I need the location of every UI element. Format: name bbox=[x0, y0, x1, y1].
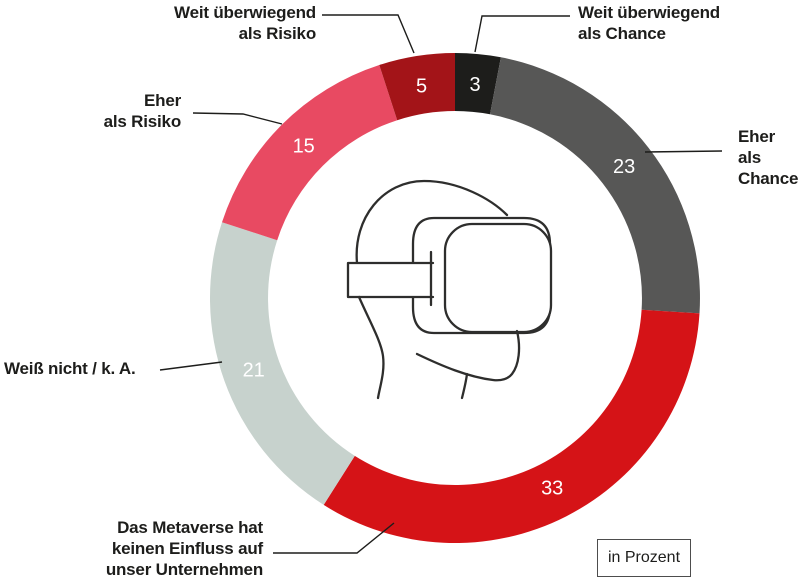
label-eher-als-risiko: Eher als Risiko bbox=[103, 91, 182, 131]
donut-segment bbox=[222, 65, 398, 241]
callout-line-weiss-nicht bbox=[159, 361, 223, 371]
headset-faceplate bbox=[443, 222, 553, 334]
label-weit-ueberwiegend-als-risiko: Weit überwiegend als Risiko bbox=[174, 3, 316, 43]
label-weiss-nicht: Weiß nicht / k. A. bbox=[4, 359, 136, 378]
callout-line-weit-risiko bbox=[322, 14, 415, 54]
donut-segment bbox=[455, 52, 501, 115]
segment-value-label: 21 bbox=[243, 360, 265, 382]
donut-segments bbox=[209, 52, 700, 544]
donut-segment bbox=[379, 53, 455, 121]
donut-segment bbox=[209, 222, 355, 505]
unit-note-box: in Prozent bbox=[597, 539, 691, 577]
segment-value-label: 33 bbox=[541, 478, 563, 500]
label-weit-ueberwiegend-als-chance: Weit überwiegend als Chance bbox=[578, 3, 720, 43]
segment-value-label: 23 bbox=[613, 156, 635, 178]
unit-note-text: in Prozent bbox=[607, 549, 681, 566]
neck-line bbox=[460, 372, 469, 400]
label-eher-als-chance: Eher als Chance bbox=[738, 127, 799, 188]
face-front-line bbox=[357, 295, 385, 400]
segment-value-label: 3 bbox=[470, 74, 481, 96]
donut-segment bbox=[490, 57, 700, 314]
jaw-line bbox=[415, 329, 521, 382]
callout-line-eher-risiko bbox=[192, 112, 283, 125]
callout-line-eher-chance bbox=[644, 150, 723, 153]
segment-value-label: 5 bbox=[416, 76, 427, 98]
vr-headset-illustration bbox=[346, 179, 553, 400]
donut-value-labels: 3 23 33 21 15 5 bbox=[243, 74, 636, 500]
callout-lines bbox=[159, 14, 723, 554]
headset-strap bbox=[346, 261, 435, 299]
label-metaverse-kein-einfluss: Das Metaverse hat keinen Einfluss auf un… bbox=[105, 518, 263, 579]
callout-line-metaverse bbox=[273, 522, 395, 554]
callout-line-weit-chance bbox=[474, 15, 570, 53]
head-outline bbox=[355, 179, 509, 265]
donut-segment bbox=[323, 309, 700, 544]
segment-value-label: 15 bbox=[293, 136, 315, 158]
